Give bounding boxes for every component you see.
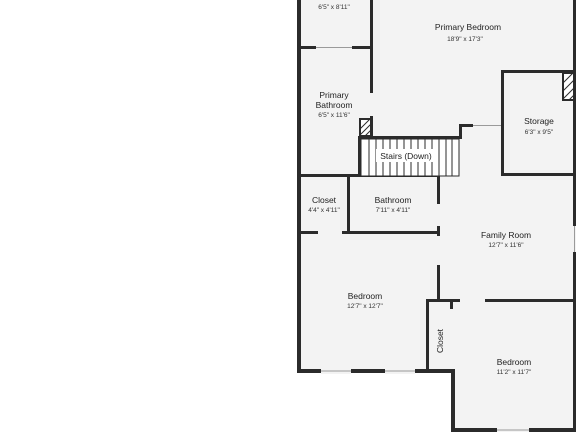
windows — [316, 45, 576, 432]
room-bedroom-left: Bedroom 12'7" x 12'7" — [347, 291, 383, 310]
hatched-shaft-1 — [359, 118, 372, 137]
room-name: Bedroom — [497, 357, 532, 367]
room-name: Bedroom — [348, 291, 383, 301]
door-openings — [318, 123, 501, 303]
room-dims: 11'2" x 11'7" — [497, 369, 532, 376]
room-dims: 12'7" x 12'7" — [347, 303, 383, 310]
room-name: Primary Bedroom — [435, 22, 501, 32]
room-name: Bathroom — [375, 195, 412, 205]
room-primary-bathroom: Primary Bathroom 6'5" x 11'6" — [316, 90, 353, 119]
room-family-room: Family Room 12'7" x 11'6" — [481, 230, 531, 249]
room-top-closet: 6'5" x 8'11" — [318, 4, 350, 11]
room-name: Family Room — [481, 230, 531, 240]
floor-area — [298, 0, 576, 432]
room-closet-vertical: Closet — [435, 328, 445, 353]
room-dims: 7'11" x 4'11" — [376, 207, 411, 214]
room-storage: Storage 6'3" x 9'5" — [524, 116, 554, 136]
room-closet-left: Closet 4'4" x 4'11" — [308, 195, 340, 214]
room-dims: 18'9" x 17'3" — [447, 36, 483, 43]
room-bedroom-right: Bedroom 11'2" x 11'7" — [497, 357, 532, 376]
room-dims: 6'5" x 11'6" — [318, 112, 350, 119]
room-name: Closet — [312, 195, 337, 205]
room-dims: 6'5" x 8'11" — [318, 4, 350, 11]
room-bathroom: Bathroom 7'11" x 4'11" — [375, 195, 412, 214]
room-name-line2: Bathroom — [316, 100, 353, 110]
room-dims: 6'3" x 9'5" — [525, 129, 554, 136]
room-name: Storage — [524, 116, 554, 126]
room-dims: 4'4" x 4'11" — [308, 207, 340, 214]
room-stairs: Stairs (Down) — [376, 149, 438, 162]
room-name: Closet — [435, 328, 445, 353]
room-dims: 12'7" x 11'6" — [488, 242, 524, 249]
hatched-shaft-2 — [562, 72, 575, 101]
room-name: Stairs (Down) — [380, 151, 432, 161]
room-name-line1: Primary — [319, 90, 349, 100]
room-primary-bedroom: Primary Bedroom 18'9" x 17'3" — [435, 22, 501, 43]
